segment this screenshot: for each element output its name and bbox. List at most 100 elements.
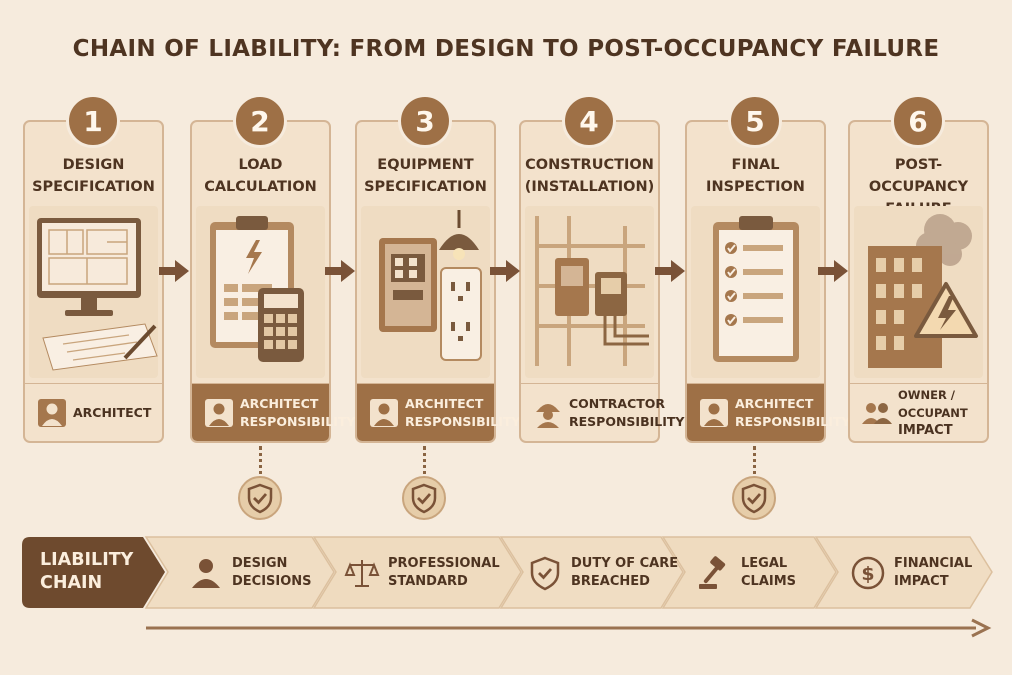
step-title-line: (INSTALLATION) — [524, 179, 655, 195]
timeline-arrowhead-icon — [971, 618, 992, 638]
shield-check-badge — [238, 476, 282, 520]
step-card-1: DESIGN SPECIFICATION ARCHITECT — [23, 120, 164, 443]
flow-arrow-icon — [159, 260, 189, 282]
responsibility-footer: OWNER / OCCUPANT IMPACT — [850, 383, 987, 441]
party-line: ARCHITECT — [73, 404, 152, 420]
party-line: ARCHITECT — [240, 395, 319, 411]
responsibility-footer: CONTRACTOR RESPONSIBILITY — [521, 383, 684, 441]
shield-check-icon — [741, 483, 767, 514]
chain-item-line: PROFESSIONAL — [388, 555, 500, 571]
gavel-icon — [699, 555, 726, 589]
electrical-panel-outlet-icon — [361, 206, 490, 378]
responsibility-footer: ARCHITECT RESPONSIBILITY — [192, 383, 355, 441]
chain-item-professional-standard: PROFESSIONAL STANDARD — [344, 537, 500, 608]
chain-head-shape — [22, 537, 165, 608]
responsible-party: OWNER / OCCUPANT IMPACT — [898, 386, 987, 440]
chain-item-financial-impact: $ FINANCIAL IMPACT — [850, 537, 972, 608]
dotted-connector — [423, 446, 427, 482]
chain-item-line: LEGAL — [741, 555, 788, 571]
step-number-4: 4 — [562, 94, 616, 148]
chain-item-line: STANDARD — [388, 573, 468, 589]
chain-item-line: DECISIONS — [232, 573, 312, 589]
person-icon — [370, 398, 398, 427]
chain-segment-5 — [814, 536, 993, 609]
party-line: RESPONSIBILITY — [240, 413, 356, 429]
responsibility-footer: ARCHITECT RESPONSIBILITY — [687, 383, 850, 441]
person-icon — [700, 398, 728, 427]
step-title-line: INSPECTION — [706, 179, 805, 195]
responsibility-footer: ARCHITECT RESPONSIBILITY — [357, 383, 520, 441]
person-icon — [205, 398, 233, 427]
chain-item-line: FINANCIAL — [894, 555, 973, 571]
step-title-line: CONSTRUCTION — [525, 157, 654, 173]
responsibility-footer: ARCHITECT — [25, 383, 162, 441]
flow-arrow-icon — [325, 260, 355, 282]
checklist-clipboard-icon — [691, 206, 820, 378]
step-card-4: CONSTRUCTION (INSTALLATION) CONTRACTOR R… — [519, 120, 684, 443]
chain-head-line: LIABILITY — [40, 550, 134, 570]
step-number-1: 1 — [66, 94, 120, 148]
step-title-line: DESIGN — [62, 157, 125, 173]
svg-text:$: $ — [861, 563, 874, 585]
step-number-6: 6 — [891, 94, 945, 148]
shield-check-icon — [411, 483, 437, 514]
step-card-2: LOAD CALCULATION ARCHITECT RESPONSIBILIT… — [190, 120, 355, 443]
chain-item-legal-claims: LEGAL CLAIMS — [697, 537, 796, 608]
step-title: DESIGN SPECIFICATION — [25, 154, 162, 198]
step-number-3: 3 — [398, 94, 452, 148]
hardhat-worker-icon — [536, 403, 560, 428]
step-title-line: EQUIPMENT — [377, 157, 474, 173]
clipboard-calculator-icon — [196, 206, 325, 378]
chain-segment-2 — [312, 536, 522, 609]
chain-segment-4 — [661, 536, 837, 609]
step-number-2: 2 — [233, 94, 287, 148]
party-line: ARCHITECT — [405, 395, 484, 411]
person-icon — [192, 558, 220, 588]
group-icon — [862, 402, 892, 424]
step-card-3: EQUIPMENT SPECIFICATION ARCHITECT RESPON… — [355, 120, 520, 443]
flow-arrow-icon — [655, 260, 685, 282]
chain-segment-1 — [144, 536, 335, 609]
responsible-party: ARCHITECT RESPONSIBILITY — [240, 395, 355, 431]
flow-arrow-icon — [490, 260, 520, 282]
chain-item-line: IMPACT — [894, 573, 949, 589]
person-icon — [38, 398, 66, 427]
diagram-title: CHAIN OF LIABILITY: FROM DESIGN TO POST-… — [72, 36, 940, 62]
step-title-line: FINAL — [731, 157, 780, 173]
chain-segment-3 — [499, 536, 684, 609]
responsible-party: ARCHITECT RESPONSIBILITY — [735, 395, 850, 431]
responsible-party: ARCHITECT — [73, 404, 151, 422]
chain-item-line: CLAIMS — [741, 573, 797, 589]
step-title-line: CALCULATION — [204, 179, 317, 195]
dollar-icon: $ — [851, 556, 885, 589]
dotted-connector — [259, 446, 263, 482]
shield-check-badge — [732, 476, 776, 520]
chain-head-label: LIABILITY CHAIN — [40, 549, 133, 595]
shield-check-icon — [247, 483, 273, 514]
party-line: IMPACT — [898, 422, 953, 438]
scales-icon — [344, 559, 380, 587]
step-title-line: LOAD — [238, 157, 283, 173]
construction-site-icon — [525, 206, 654, 378]
step-title: FINAL INSPECTION — [687, 154, 824, 198]
step-card-5: FINAL INSPECTION ARCHITECT RESPONSIBILIT… — [685, 120, 850, 443]
computer-blueprint-icon — [29, 206, 158, 378]
step-title: EQUIPMENT SPECIFICATION — [357, 154, 494, 198]
chain-head-line: CHAIN — [40, 573, 103, 593]
step-title-line: POST-OCCUPANCY — [868, 157, 969, 195]
dotted-connector — [753, 446, 757, 482]
flow-arrow-icon — [818, 260, 848, 282]
party-line: OWNER / OCCUPANT — [898, 387, 968, 420]
responsible-party: ARCHITECT RESPONSIBILITY — [405, 395, 520, 431]
burning-building-icon — [854, 206, 983, 378]
step-card-6: POST-OCCUPANCY FAILURE OWNER / OCCUPANT … — [848, 120, 989, 443]
responsible-party: CONTRACTOR RESPONSIBILITY — [569, 395, 684, 431]
party-line: RESPONSIBILITY — [569, 413, 685, 429]
step-number-5: 5 — [728, 94, 782, 148]
shield-check-badge — [402, 476, 446, 520]
step-title: LOAD CALCULATION — [192, 154, 329, 198]
party-line: RESPONSIBILITY — [405, 413, 521, 429]
